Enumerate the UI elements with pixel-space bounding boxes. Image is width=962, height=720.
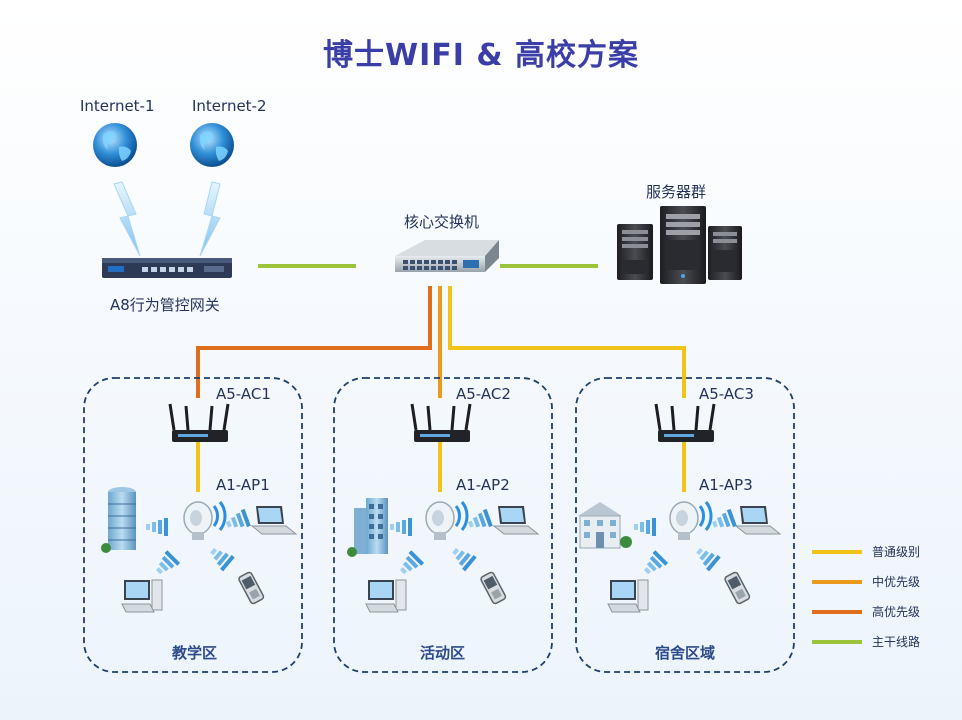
wifi-signal-icon bbox=[465, 508, 493, 534]
zone-boundary-teaching bbox=[83, 377, 303, 673]
internet-2-label: Internet-2 bbox=[192, 97, 267, 115]
building-icon bbox=[578, 502, 632, 549]
router-icon bbox=[168, 403, 230, 442]
desktop-icon bbox=[365, 579, 407, 613]
laptop-icon bbox=[734, 506, 782, 535]
desktop-icon bbox=[607, 579, 649, 613]
wifi-signal-icon bbox=[151, 550, 181, 579]
phone-icon bbox=[724, 571, 751, 605]
wifi-signal-icon bbox=[223, 508, 251, 534]
building-icon bbox=[347, 498, 388, 557]
legend-label-normal: 普通级别 bbox=[872, 545, 921, 559]
zone2-ac-label: A5-AC2 bbox=[456, 385, 511, 403]
router-icon bbox=[410, 403, 472, 442]
desktop-icon bbox=[121, 579, 163, 613]
wifi-signal-icon bbox=[709, 508, 737, 534]
zone1-ap-label: A1-AP1 bbox=[216, 476, 270, 494]
wifi-signal-icon bbox=[639, 550, 669, 579]
gateway-label: A8行为管控网关 bbox=[110, 296, 220, 314]
servers-label: 服务器群 bbox=[646, 183, 707, 201]
access-point-icon bbox=[669, 501, 713, 540]
zone2-ap-label: A1-AP2 bbox=[456, 476, 510, 494]
wifi-signal-icon bbox=[395, 550, 425, 579]
legend-label-trunk: 主干线路 bbox=[872, 635, 921, 649]
zone3-ap-label: A1-AP3 bbox=[699, 476, 753, 494]
wifi-signal-icon bbox=[206, 543, 235, 572]
wifi-signal-icon bbox=[146, 518, 168, 536]
wifi-signal-icon bbox=[390, 518, 412, 536]
legend-label-medium: 中优先级 bbox=[872, 575, 921, 589]
wifi-signal-icon bbox=[448, 543, 477, 572]
zone1-name: 教学区 bbox=[172, 644, 218, 662]
server-icon bbox=[708, 226, 742, 280]
core-switch-label: 核心交换机 bbox=[404, 213, 480, 231]
zone3-ac-label: A5-AC3 bbox=[699, 385, 754, 403]
globe-icon bbox=[93, 123, 137, 167]
zone-boundary-dorm bbox=[575, 377, 795, 673]
wifi-signal-icon bbox=[692, 543, 721, 572]
zone1-ac-label: A5-AC1 bbox=[216, 385, 271, 403]
building-icon bbox=[101, 487, 136, 553]
phone-icon bbox=[480, 571, 507, 605]
globe-icon bbox=[190, 123, 234, 167]
legend-label-high: 高优先级 bbox=[872, 605, 921, 619]
laptop-icon bbox=[250, 506, 298, 535]
switch-icon bbox=[395, 240, 499, 272]
zone-boundary-activity bbox=[333, 377, 553, 673]
server-icon bbox=[617, 224, 653, 280]
access-point-icon bbox=[425, 501, 469, 540]
router-icon bbox=[654, 403, 716, 442]
access-point-icon bbox=[183, 501, 227, 540]
server-icon bbox=[660, 206, 706, 284]
zone2-name: 活动区 bbox=[420, 644, 466, 662]
page-title: 博士WIFI & 高校方案 bbox=[323, 38, 639, 73]
phone-icon bbox=[238, 571, 265, 605]
lightning-icon bbox=[199, 181, 221, 257]
lightning-icon bbox=[113, 181, 141, 257]
zone3-name: 宿舍区域 bbox=[655, 644, 716, 662]
line-high-priority bbox=[196, 286, 432, 398]
internet-1-label: Internet-1 bbox=[80, 97, 155, 115]
wifi-signal-icon bbox=[634, 518, 656, 536]
gateway-device-icon bbox=[102, 258, 232, 278]
laptop-icon bbox=[492, 506, 540, 535]
line-normal-priority bbox=[448, 286, 686, 398]
